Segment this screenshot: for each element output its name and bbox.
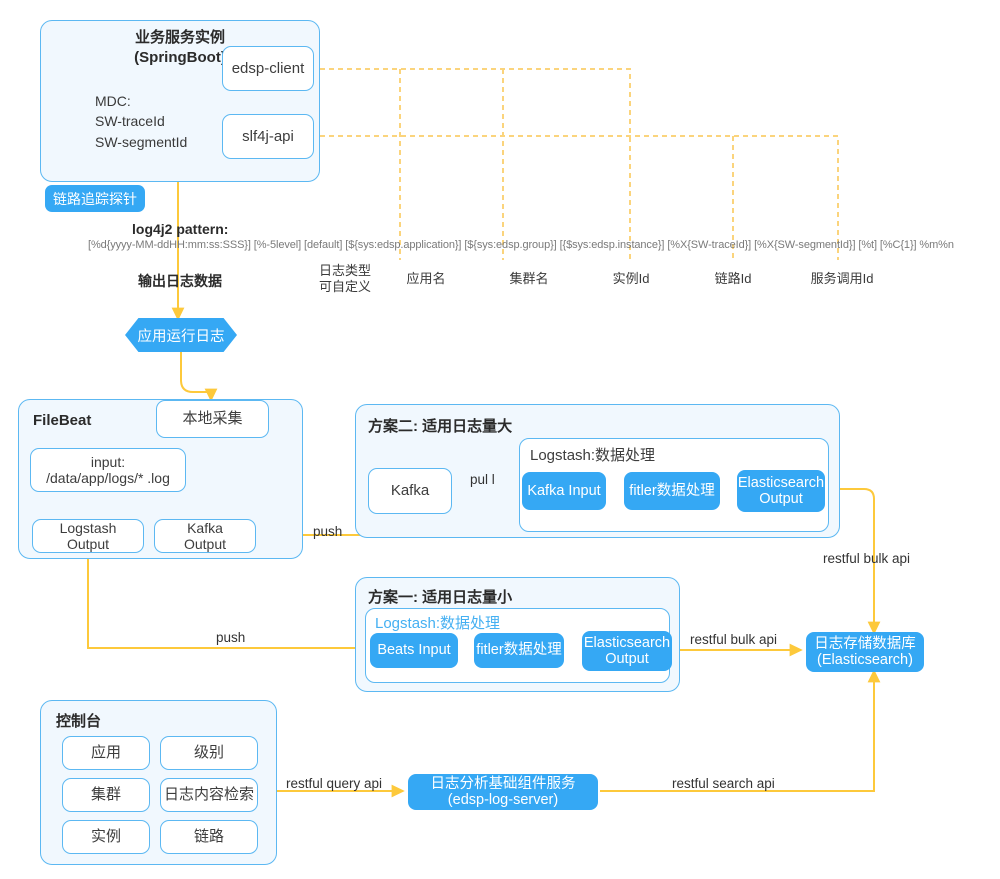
pull-label: pul l <box>470 472 495 487</box>
console-item-level[interactable]: 级别 <box>160 736 258 770</box>
console-item-cluster[interactable]: 集群 <box>62 778 150 812</box>
flow-label-restful-search-api: restful search api <box>672 776 775 791</box>
scheme-two-stage-kafka-input[interactable]: Kafka Input <box>522 472 606 510</box>
filebeat-kafka-output[interactable]: Kafka Output <box>154 519 256 553</box>
runtime-log-node: 应用运行日志 <box>125 318 237 352</box>
log4j2-pattern-title: log4j2 pattern: <box>132 221 229 237</box>
field-label-span-id: 服务调用Id <box>810 271 874 286</box>
scheme-one-stage-beats-input[interactable]: Beats Input <box>370 633 458 668</box>
flow-label-push-beats: push <box>216 630 246 645</box>
scheme-one-stage-filter[interactable]: fitler数据处理 <box>474 633 564 668</box>
scheme-two-title: 方案二: 适用日志量大 <box>368 418 513 435</box>
component-edsp-client[interactable]: edsp-client <box>222 46 314 91</box>
field-label-instance-id: 实例Id <box>612 271 650 286</box>
scheme-two-stage-filter[interactable]: fitler数据处理 <box>624 472 720 510</box>
console-title: 控制台 <box>56 713 102 730</box>
scheme-one-title: 方案一: 适用日志量小 <box>368 589 513 606</box>
field-label-app-name: 应用名 <box>406 271 446 286</box>
console-item-log-search[interactable]: 日志内容检索 <box>160 778 258 812</box>
flow-label-restful-bulk-api-one: restful bulk api <box>690 632 778 647</box>
log-storage-database[interactable]: 日志存储数据库 (Elasticsearch) <box>806 632 924 672</box>
scheme-two-kafka[interactable]: Kafka <box>368 468 452 514</box>
console-item-application[interactable]: 应用 <box>62 736 150 770</box>
mdc-label: MDC: SW-traceId SW-segmentId <box>95 93 188 150</box>
filebeat-local-collector[interactable]: 本地采集 <box>156 400 269 438</box>
output-log-data-label: 输出日志数据 <box>138 273 222 289</box>
field-label-trace-id: 链路Id <box>714 271 752 286</box>
filebeat-title: FileBeat <box>33 412 92 429</box>
log-analysis-server[interactable]: 日志分析基础组件服务 (edsp-log-server) <box>408 774 598 810</box>
scheme-two-stage-es-output[interactable]: Elasticsearch Output <box>737 470 825 512</box>
console-item-trace[interactable]: 链路 <box>160 820 258 854</box>
field-label-log-type: 日志类型 可自定义 <box>318 263 371 295</box>
component-slf4j-api[interactable]: slf4j-api <box>222 114 314 159</box>
flow-label-restful-query-api: restful query api <box>286 776 383 791</box>
scheme-one-logstash-title: Logstash:数据处理 <box>375 615 501 632</box>
console-item-instance[interactable]: 实例 <box>62 820 150 854</box>
flow-label-push-kafka: push <box>313 524 343 539</box>
scheme-two-logstash-title: Logstash:数据处理 <box>530 447 656 464</box>
log4j2-pattern-text: [%d{yyyy-MM-ddHH:mm:ss:SSS}] [%-5level] … <box>88 239 954 251</box>
filebeat-logstash-output[interactable]: Logstash Output <box>32 519 144 553</box>
field-label-cluster-name: 集群名 <box>509 271 549 286</box>
flow-label-restful-bulk-api-two: restful bulk api <box>823 551 911 566</box>
scheme-one-stage-es-output[interactable]: Elasticsearch Output <box>582 631 672 671</box>
trace-probe-badge: 链路追踪探针 <box>45 185 145 212</box>
service-instance-title: 业务服务实例 (SpringBoot) <box>134 29 226 67</box>
filebeat-input-config: input: /data/app/logs/* .log <box>30 448 186 492</box>
